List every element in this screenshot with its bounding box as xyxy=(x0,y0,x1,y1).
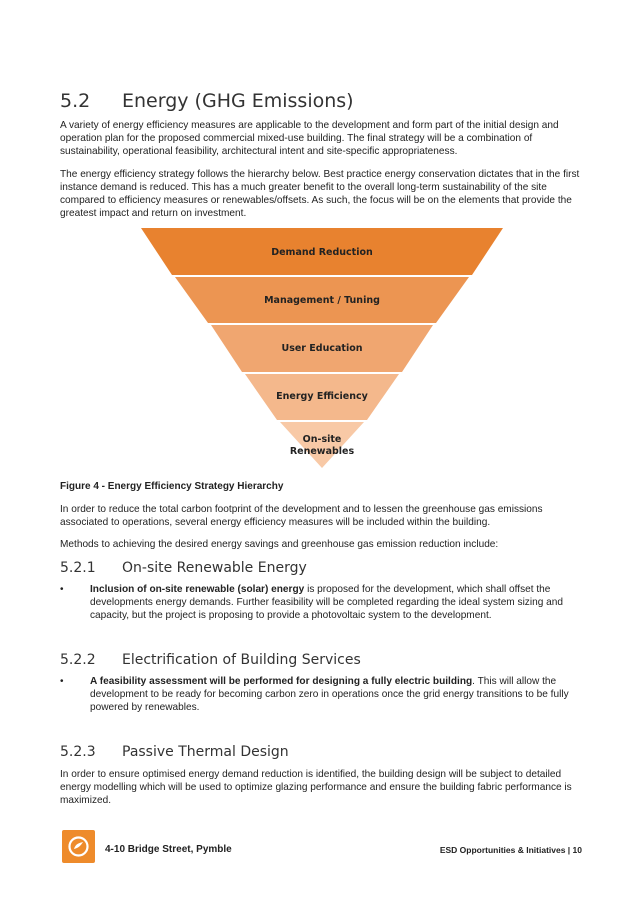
subsection-heading-523: 5.2.3 Passive Thermal Design xyxy=(60,744,289,760)
pyramid-label-energy-efficiency: Energy Efficiency xyxy=(276,391,368,402)
footer-address: 4-10 Bridge Street, Pymble xyxy=(105,844,232,855)
pyramid-level-onsite-renewables xyxy=(280,422,364,468)
bullet-item-solar: • Inclusion of on-site renewable (solar)… xyxy=(60,583,590,623)
subsection-heading-521: 5.2.1 On-site Renewable Energy xyxy=(60,560,307,576)
subsection-number: 5.2.2 xyxy=(60,652,96,668)
bullet-text: Inclusion of on-site renewable (solar) e… xyxy=(90,583,590,622)
bullet-item-electrification: • A feasibility assessment will be perfo… xyxy=(60,675,590,715)
subsection-number: 5.2.3 xyxy=(60,744,96,760)
logo-mark-icon xyxy=(68,836,89,857)
pyramid-label-management-tuning: Management / Tuning xyxy=(264,295,380,306)
intro-paragraph-2: The energy efficiency strategy follows t… xyxy=(60,169,580,219)
subsection-title: Passive Thermal Design xyxy=(122,744,289,760)
bullet-rest-text: . This will allow the development to be … xyxy=(90,676,569,713)
pyramid-level-user-education xyxy=(211,325,433,372)
company-logo xyxy=(62,830,95,863)
pyramid-label-demand-reduction: Demand Reduction xyxy=(271,247,373,258)
passive-thermal-paragraph: In order to ensure optimised energy dema… xyxy=(60,769,572,806)
bullet-text: A feasibility assessment will be perform… xyxy=(90,675,590,714)
pyramid-label-onsite: On-site xyxy=(303,434,342,445)
pyramid-level-management-tuning xyxy=(175,277,469,323)
section-number: 5.2 xyxy=(60,90,91,112)
subsection-heading-522: 5.2.2 Electrification of Building Service… xyxy=(60,652,361,668)
subsection-title: On-site Renewable Energy xyxy=(122,560,307,576)
pyramid-level-energy-efficiency xyxy=(245,374,399,420)
bullet-rest-text: is proposed for the development, which s… xyxy=(90,584,563,621)
pyramid-label-user-education: User Education xyxy=(282,343,363,354)
body-paragraph-4: Methods to achieving the desired energy … xyxy=(60,539,499,550)
bullet-icon: • xyxy=(60,584,64,595)
footer-page-info: ESD Opportunities & Initiatives | 10 xyxy=(439,845,582,855)
bullet-icon: • xyxy=(60,676,64,687)
bullet-bold-text: Inclusion of on-site renewable (solar) e… xyxy=(90,584,305,595)
figure-caption: Figure 4 - Energy Efficiency Strategy Hi… xyxy=(60,481,284,492)
energy-hierarchy-pyramid: Demand Reduction Management / Tuning Use… xyxy=(141,228,503,468)
section-heading: 5.2 Energy (GHG Emissions) xyxy=(60,90,354,112)
pyramid-level-demand-reduction xyxy=(141,228,503,275)
subsection-title: Electrification of Building Services xyxy=(122,652,361,668)
bullet-bold-text: A feasibility assessment will be perform… xyxy=(90,676,473,687)
pyramid-label-renewables: Renewables xyxy=(290,446,355,457)
section-title: Energy (GHG Emissions) xyxy=(122,90,354,112)
intro-paragraph-1: A variety of energy efficiency measures … xyxy=(60,120,559,157)
body-paragraph-3: In order to reduce the total carbon foot… xyxy=(60,504,543,528)
subsection-number: 5.2.1 xyxy=(60,560,96,576)
